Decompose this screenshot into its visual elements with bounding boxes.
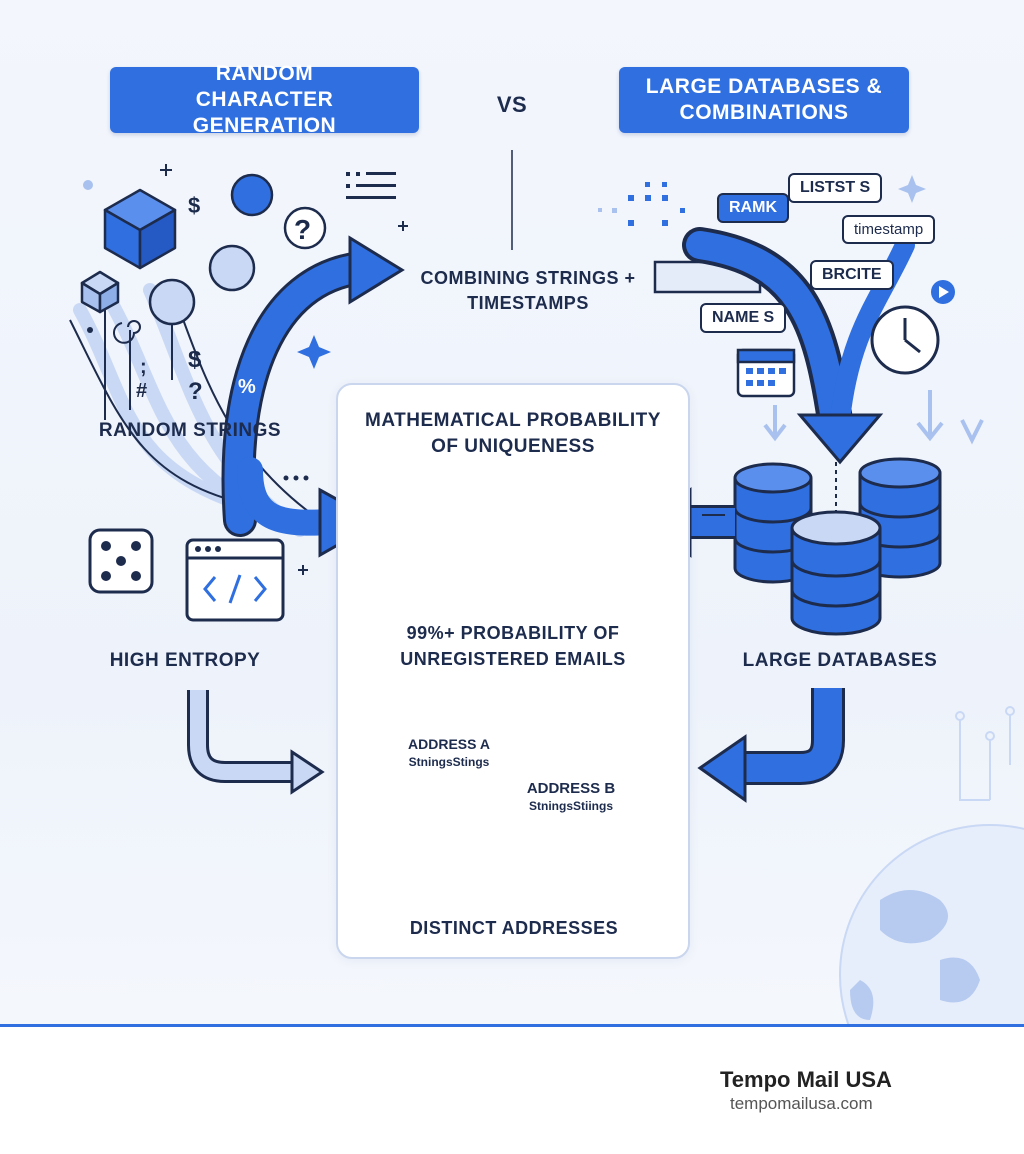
glyph-dollar-2: $ [188, 346, 202, 373]
dice-icon [88, 528, 154, 594]
sphere-icons [148, 173, 327, 326]
probability-panel [336, 383, 690, 959]
small-down-arrows [763, 390, 984, 445]
database-icon [733, 457, 942, 636]
footer [0, 1024, 1024, 1154]
header-right-label: LARGE DATABASES & COMBINATIONS [645, 75, 883, 124]
random-strings-label: RANDOM STRINGS [98, 420, 282, 441]
calendar-icon [736, 348, 796, 398]
vs-label: VS [496, 92, 528, 117]
plus-marks [160, 164, 408, 575]
panel-title: MATHEMATICAL PROBABILITY OF UNIQUENESS [365, 410, 661, 457]
arrow-entropy-to-addresses-icon [187, 690, 325, 795]
glyph-percent: % [238, 376, 256, 398]
sparkle-right-icon [898, 175, 926, 203]
high-entropy-label: HIGH ENTROPY [109, 650, 261, 671]
glyph-dollar: $ [188, 193, 201, 218]
play-icon [931, 280, 955, 304]
brand-url: tempomailusa.com [730, 1094, 873, 1113]
envelope-b-sub: StningsStiings [529, 799, 613, 813]
clock-icon [870, 305, 940, 375]
tag-timestamp: timestamp [842, 215, 936, 244]
glyph-semicolon: ; [140, 356, 147, 378]
tag-listst: LISTST S [788, 173, 883, 203]
cube-icon [103, 188, 177, 270]
header-random-character-generation: RANDOM CHARACTER GENERATION [110, 62, 419, 137]
tag-brcite: BRCITE [810, 260, 894, 290]
glyph-question-2: ? [188, 378, 203, 405]
probability-text: 99%+ PROBABILITY OF UNREGISTERED EMAILS [400, 623, 626, 669]
brand-name: Tempo Mail USA [720, 1067, 892, 1092]
spiral-icon [113, 320, 141, 344]
sphere-stems [104, 310, 173, 420]
distinct-addresses-label: DISTINCT ADDRESSES [409, 918, 619, 938]
glyph-question: ? [294, 214, 312, 245]
envelope-a-sub: StningsStings [408, 755, 490, 769]
sparkle-icon [297, 335, 331, 369]
glyph-hash: # [136, 380, 148, 402]
dot-marks [83, 172, 396, 481]
code-window-icon [185, 538, 285, 622]
envelope-a-title: ADDRESS A [408, 736, 490, 752]
right-dots [598, 182, 685, 226]
tag-names: NAME S [700, 303, 787, 333]
arrow-database-to-addresses-icon [697, 688, 845, 803]
header-left-label: RANDOM CHARACTER GENERATION [192, 62, 337, 137]
arrow-tags-to-database-icon [682, 227, 915, 465]
small-cube-icon [80, 270, 120, 314]
tag-ramk: RAMK [717, 193, 789, 223]
envelope-b-title: ADDRESS B [526, 780, 616, 797]
large-databases-label: LARGE DATABASES [742, 650, 938, 671]
circuit-lines [955, 706, 1015, 801]
combining-label: COMBINING STRINGS + TIMESTAMPS [420, 268, 636, 313]
header-large-databases: LARGE DATABASES & COMBINATIONS [619, 67, 909, 133]
